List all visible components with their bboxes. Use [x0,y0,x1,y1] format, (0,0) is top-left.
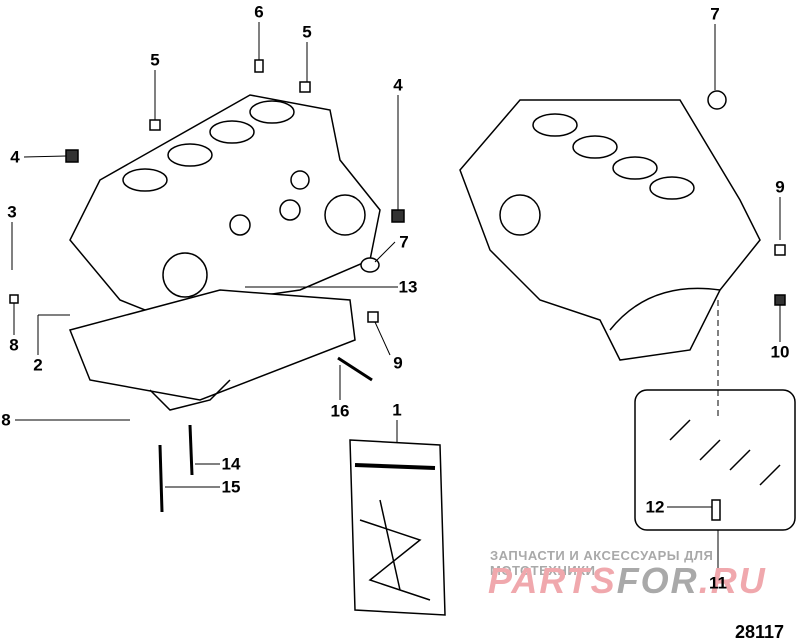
bearing-kit-box [634,389,796,531]
callout-5: 5 [302,22,312,42]
callout-16: 16 [330,401,350,421]
callout-12: 12 [645,497,665,517]
left-engine-block [68,94,381,411]
figure-number: 28117 [735,622,785,642]
callout-8: 8 [1,410,11,430]
watermark-logo: PARTSFOR.RU [488,560,767,602]
callout-15: 15 [221,477,241,497]
callout-5: 5 [150,50,160,70]
watermark-brand-2: FOR [616,560,699,601]
callout-13: 13 [398,277,418,297]
left-small-parts [9,59,405,513]
callout-1: 1 [392,400,402,420]
right-engine-block [459,90,786,361]
callout-9: 9 [393,353,403,373]
callout-2: 2 [33,355,43,375]
callout-8: 8 [9,335,19,355]
callout-14: 14 [221,454,241,474]
callout-10: 10 [770,342,790,362]
watermark-brand-1: PARTS [488,560,617,601]
gasket-kit-bag [349,439,446,616]
callout-7: 7 [399,232,409,252]
callout-4: 4 [10,147,20,167]
callout-9: 9 [775,177,785,197]
watermark-brand-3: .RU [698,560,767,601]
callout-7: 7 [710,4,720,24]
callout-6: 6 [254,2,264,22]
callout-11: 11 [709,573,727,593]
callout-3: 3 [7,202,17,222]
watermark-tagline: ЗАПЧАСТИ И АКСЕССУАРЫ ДЛЯ МОТОТЕХНИКИ [490,548,714,578]
callout-4: 4 [393,75,403,95]
leader-lines [11,22,781,573]
